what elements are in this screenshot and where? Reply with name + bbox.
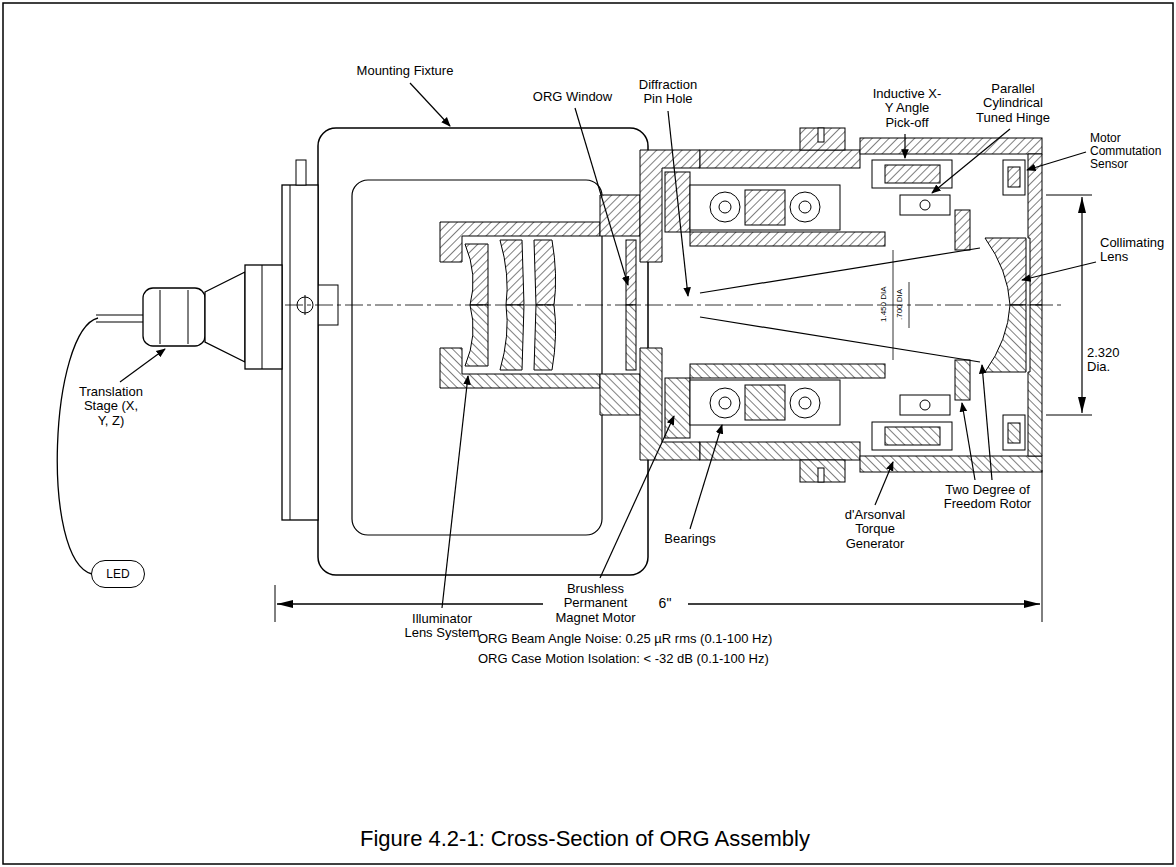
dimension-label: 2.320 Dia.	[1087, 346, 1137, 375]
illuminator-lens	[465, 244, 488, 305]
extension-line	[1046, 195, 1092, 196]
center-line	[285, 305, 1065, 306]
dimension-label: 6"	[645, 596, 685, 611]
pickoff-coil	[872, 160, 952, 188]
extension-line	[1042, 470, 1043, 622]
leader-line	[1027, 152, 1086, 170]
leader-line	[600, 416, 674, 578]
leader-line	[410, 83, 450, 126]
rotor-cone	[700, 248, 980, 293]
leader-line	[575, 108, 628, 285]
part-label: ORG Window	[525, 90, 620, 104]
part-label: Mounting Fixture	[345, 64, 465, 78]
stage-line	[262, 265, 263, 369]
hinge-flexure	[920, 200, 930, 210]
leader-line	[690, 425, 722, 529]
led-fiber	[57, 318, 98, 574]
performance-note: ORG Case Motion Isolation: < -32 dB (0.1…	[478, 652, 769, 666]
performance-note: ORG Beam Angle Noise: 0.25 µR rms (0.1-1…	[478, 632, 772, 646]
illuminator-lens	[534, 240, 556, 305]
assembly-lower-half	[440, 305, 1042, 482]
stage-cone	[205, 272, 245, 362]
node-text: LED	[106, 567, 129, 581]
rotor-rim	[955, 210, 970, 250]
source-pill: LED	[91, 560, 144, 588]
bearing-ball	[799, 201, 811, 213]
leader-lines	[120, 83, 1096, 608]
leader-line	[668, 111, 688, 296]
figure-frame	[3, 3, 1173, 864]
dimension-label: .700 DIA	[896, 289, 905, 320]
plate-knob	[296, 160, 306, 185]
leader-line	[932, 129, 1010, 193]
bearing-spacer	[745, 190, 785, 225]
end-cap	[1028, 154, 1042, 305]
leader-line	[442, 376, 468, 608]
part-label: Translation Stage (X, Y, Z)	[77, 385, 145, 428]
dimension-line	[277, 603, 543, 604]
part-label: Brushless Permanent Magnet Motor	[548, 582, 643, 625]
leader-line	[1022, 262, 1096, 280]
case-shell	[700, 150, 860, 168]
stage-rod	[96, 321, 143, 322]
tuned-hinge	[900, 195, 950, 215]
part-label: Illuminator Lens System	[403, 612, 481, 641]
stage-rod	[96, 314, 143, 315]
stage-band	[160, 290, 161, 344]
case-shell	[860, 138, 1042, 154]
fixture-wall	[600, 195, 640, 236]
stage-band	[188, 290, 189, 344]
part-label: Motor Commutation Sensor	[1090, 132, 1170, 172]
part-label: Parallel Cylindrical Tuned Hinge	[972, 82, 1054, 125]
dimension-line	[1081, 197, 1082, 413]
flange-hole	[818, 128, 824, 142]
leader-line	[120, 349, 165, 382]
leader-line	[904, 134, 905, 158]
collimating-lens	[985, 238, 1026, 305]
part-label: Bearings	[655, 532, 725, 546]
extension-line	[1046, 415, 1092, 416]
leader-line	[962, 403, 975, 480]
part-label: Two Degree of Freedom Rotor	[940, 483, 1035, 512]
extension-line	[275, 585, 276, 622]
mount-flange	[800, 128, 845, 150]
bearing-ball	[790, 192, 820, 222]
pickoff-core	[885, 165, 940, 183]
leader-line	[875, 462, 893, 505]
part-label: Collimating Lens	[1100, 236, 1168, 265]
part-label: Diffraction Pin Hole	[632, 78, 704, 107]
org-window	[626, 240, 636, 305]
stage-block	[245, 265, 282, 369]
bearing-ball	[710, 192, 740, 222]
bearing-ball	[719, 201, 731, 213]
sensor-core	[1008, 167, 1020, 187]
illuminator-lens	[500, 240, 524, 305]
dimension-line	[688, 603, 1040, 604]
bearing-housing	[690, 185, 840, 230]
dimension-line	[909, 282, 910, 328]
screw-mark	[305, 295, 306, 315]
figure-caption: Figure 4.2-1: Cross-Section of ORG Assem…	[0, 826, 1170, 852]
rotor-shaft	[690, 232, 885, 246]
plate-edge	[290, 185, 291, 520]
commutation-sensor	[1003, 160, 1025, 195]
part-label: d'Arsonval Torque Generator	[835, 508, 915, 551]
leader-line	[982, 365, 992, 480]
dimension-line	[893, 250, 894, 360]
assembly-upper-half	[440, 128, 1042, 305]
translation-stage	[143, 288, 205, 346]
part-label: Inductive X-Y Angle Pick-off	[870, 87, 944, 130]
dimension-label: 1.450 DIA	[880, 286, 889, 322]
stage-plate	[282, 185, 318, 520]
